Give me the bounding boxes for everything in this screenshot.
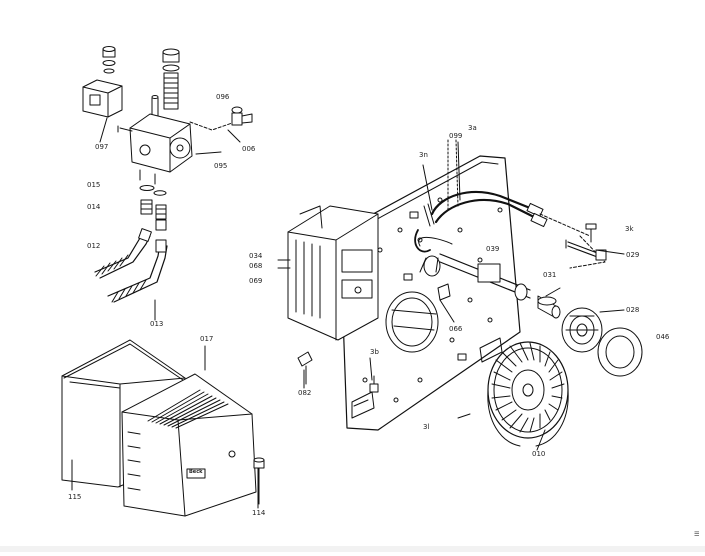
screw: [585, 223, 597, 243]
part-label-017: 017: [200, 335, 214, 343]
oil-hoses: [94, 228, 168, 303]
part-label-3l: 3l: [423, 423, 430, 431]
set-screw: [297, 351, 313, 385]
fan-wheel: [487, 341, 569, 447]
part-label-015: 015: [87, 181, 101, 189]
part-label-3k: 3k: [625, 225, 634, 233]
nozzle-fitting: [231, 106, 253, 126]
ignition-electrode: [565, 239, 607, 261]
part-label-099: 099: [449, 132, 463, 140]
part-label-3n: 3n: [419, 151, 428, 159]
part-label-095: 095: [214, 162, 228, 170]
part-label-028: 028: [626, 306, 640, 314]
pump-filter-cap: [162, 48, 180, 110]
hood-cover-017: [121, 373, 257, 517]
part-label-039: 039: [486, 245, 500, 253]
cover-brand-badge: Beck: [189, 469, 203, 475]
part-label-029: 029: [626, 251, 640, 259]
part-label-014: 014: [87, 203, 101, 211]
part-label-013: 013: [150, 320, 164, 328]
side-mark: III: [694, 530, 701, 536]
part-label-115: 115: [68, 493, 82, 501]
pump-washer: [153, 190, 167, 196]
pump-body: [117, 113, 193, 185]
part-label-3a: 3a: [468, 124, 477, 132]
part-label-034: 034: [249, 252, 263, 260]
part-label-006: 006: [242, 145, 256, 153]
pump-top-nut: [102, 46, 116, 74]
small-screw: [369, 375, 379, 393]
cover-screw: [253, 457, 265, 505]
air-ring: [597, 327, 643, 377]
part-label-097: 097: [95, 143, 109, 151]
air-flange: [561, 307, 603, 353]
part-label-012: 012: [87, 242, 101, 250]
pump-washer: [139, 185, 155, 191]
ignition-cables: [414, 190, 548, 253]
solenoid-coil: [82, 79, 123, 118]
hose-fittings: [140, 199, 167, 231]
part-label-068: 068: [249, 262, 263, 270]
small-nut: [403, 211, 467, 361]
bottom-edge-strip: [0, 546, 705, 552]
part-label-096: 096: [216, 93, 230, 101]
part-label-066: 066: [449, 325, 463, 333]
sleeve: [537, 295, 561, 319]
part-label-082: 082: [298, 389, 312, 397]
fan-shaft-coupling: [418, 237, 531, 301]
mounting-plate: [339, 155, 521, 431]
part-label-031: 031: [543, 271, 557, 279]
part-label-069: 069: [249, 277, 263, 285]
pump-assembly: [82, 46, 253, 196]
motor-transformer: [287, 205, 379, 341]
part-label-046: 046: [656, 333, 670, 341]
part-label-114: 114: [252, 509, 266, 517]
part-label-3b: 3b: [370, 348, 379, 356]
part-label-010: 010: [532, 450, 546, 458]
